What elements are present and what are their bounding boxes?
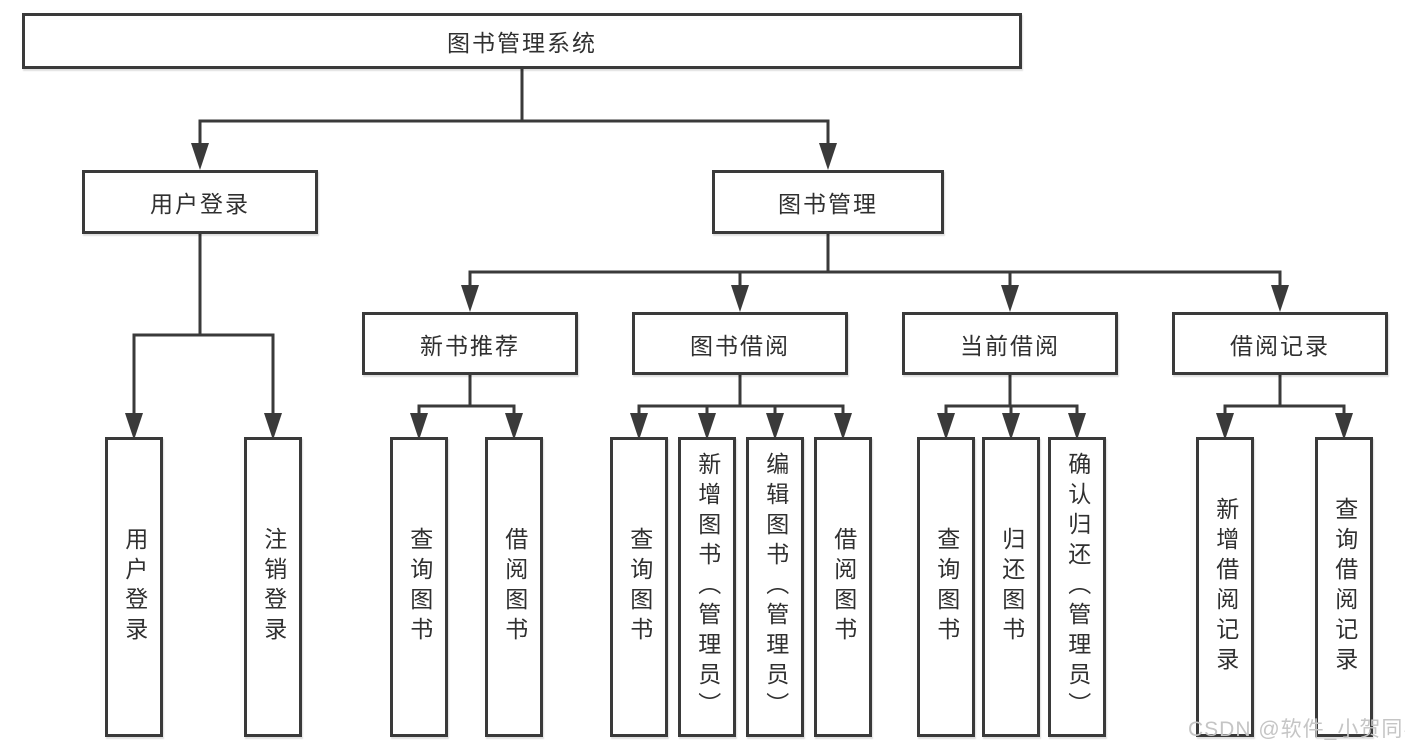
node-label: 借阅记录 bbox=[1230, 332, 1330, 359]
leaf-query-books-current: 查询图书 bbox=[917, 437, 975, 737]
leaf-confirm-return-admin: 确认归还（管理员） bbox=[1048, 437, 1106, 737]
node-label: 新增借阅记录 bbox=[1212, 497, 1239, 677]
node-label: 查询图书 bbox=[406, 527, 433, 647]
csdn-watermark: CSDN @软件_小贺同学 bbox=[1188, 718, 1405, 741]
node-label: 注销登录 bbox=[260, 527, 287, 647]
node-label: 新书推荐 bbox=[420, 332, 520, 359]
node-label: 图书借阅 bbox=[690, 332, 790, 359]
node-new-book-recommendation: 新书推荐 bbox=[362, 312, 578, 375]
arrowheads bbox=[125, 143, 1353, 440]
node-label: 借阅图书 bbox=[501, 527, 528, 647]
node-label: 查询图书 bbox=[933, 527, 960, 647]
node-label: 归还图书 bbox=[998, 527, 1025, 647]
leaf-return-books: 归还图书 bbox=[982, 437, 1040, 737]
node-book-borrowing: 图书借阅 bbox=[632, 312, 848, 375]
node-label: 图书管理 bbox=[778, 191, 878, 217]
node-label: 借阅图书 bbox=[830, 527, 857, 647]
leaf-query-borrow-record: 查询借阅记录 bbox=[1315, 437, 1373, 737]
node-label: 确认归还（管理员） bbox=[1064, 452, 1091, 722]
leaf-query-books-recommend: 查询图书 bbox=[390, 437, 448, 737]
leaf-edit-books-admin: 编辑图书（管理员） bbox=[746, 437, 804, 737]
node-borrowing-records: 借阅记录 bbox=[1172, 312, 1388, 375]
node-label: 当前借阅 bbox=[960, 332, 1060, 359]
node-label: 查询借阅记录 bbox=[1331, 497, 1358, 677]
node-user-login: 用户登录 bbox=[82, 170, 318, 234]
leaf-borrow-books-recommend: 借阅图书 bbox=[485, 437, 543, 737]
node-book-management: 图书管理 bbox=[712, 170, 944, 234]
leaf-user-login: 用户登录 bbox=[105, 437, 163, 737]
node-root: 图书管理系统 bbox=[22, 13, 1022, 69]
leaf-logout: 注销登录 bbox=[244, 437, 302, 737]
node-current-borrowing: 当前借阅 bbox=[902, 312, 1118, 375]
node-label: 图书管理系统 bbox=[447, 30, 597, 56]
leaf-borrow-books-borrowing: 借阅图书 bbox=[814, 437, 872, 737]
leaf-add-books-admin: 新增图书（管理员） bbox=[678, 437, 736, 737]
node-label: 查询图书 bbox=[626, 527, 653, 647]
node-label: 新增图书（管理员） bbox=[694, 452, 721, 722]
leaf-query-books-borrowing: 查询图书 bbox=[610, 437, 668, 737]
node-label: 用户登录 bbox=[150, 191, 250, 217]
node-label: 编辑图书（管理员） bbox=[762, 452, 789, 722]
leaf-add-borrow-record: 新增借阅记录 bbox=[1196, 437, 1254, 737]
node-label: 用户登录 bbox=[121, 527, 148, 647]
